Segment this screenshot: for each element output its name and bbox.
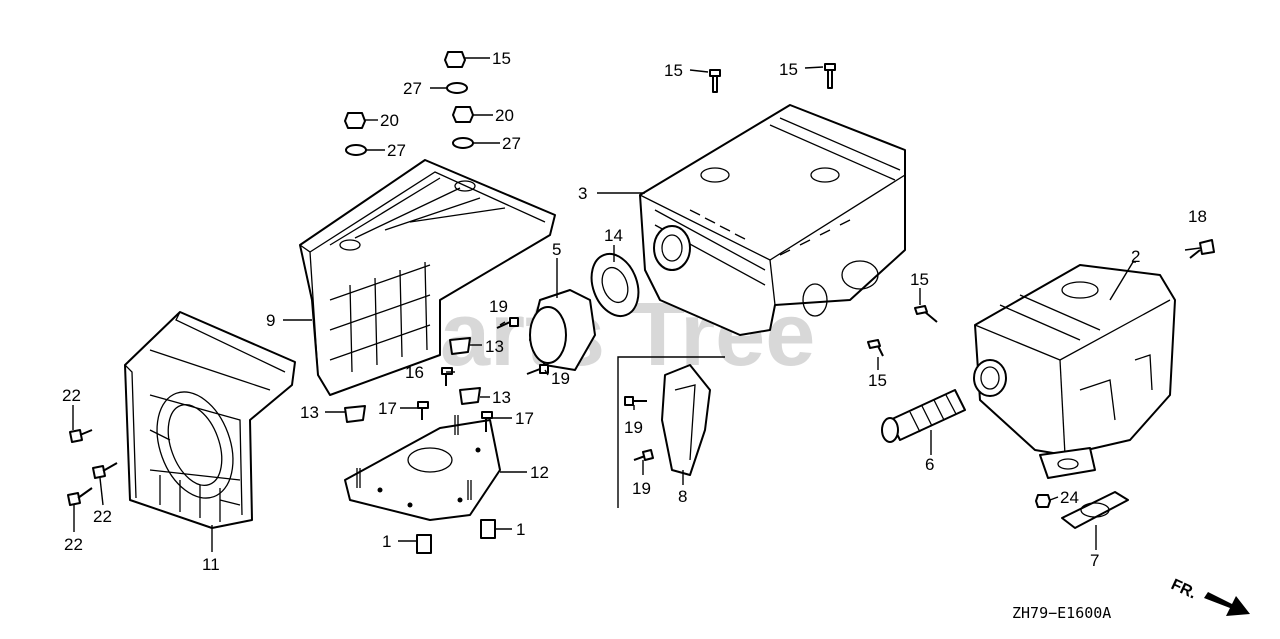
callout-2: 2	[1131, 247, 1140, 266]
callout-13-b: 13	[492, 388, 511, 407]
part-9-protector	[299, 159, 556, 396]
callout-15-a: 15	[664, 61, 683, 80]
callout-18: 18	[1188, 207, 1207, 226]
callout-17-a: 17	[378, 399, 397, 418]
leader-lines	[72, 57, 1201, 552]
callout-3: 3	[578, 184, 587, 203]
part-5-exhaust-pipe	[529, 289, 596, 371]
part-14-gasket	[590, 253, 640, 317]
callout-19-a: 19	[489, 297, 508, 316]
callout-17-b: 17	[515, 409, 534, 428]
part-8-group-bracket	[617, 356, 725, 508]
hardware	[67, 51, 1215, 554]
callout-15-b: 15	[779, 60, 798, 79]
callout-15-d: 15	[868, 371, 887, 390]
callout-8: 8	[678, 487, 687, 506]
callout-11: 11	[202, 555, 220, 574]
callout-1-a: 1	[382, 532, 391, 551]
callout-7: 7	[1090, 551, 1099, 570]
callout-22-b: 22	[93, 507, 112, 526]
callout-24: 24	[1060, 488, 1079, 507]
part-3-muffler-cover	[639, 104, 906, 336]
part-2-muffler	[973, 264, 1176, 479]
callout-22-c: 22	[64, 535, 83, 554]
callout-15-c: 15	[910, 270, 929, 289]
front-direction-indicator: FR.	[1168, 576, 1250, 616]
part-7-gasket	[1061, 491, 1129, 529]
callout-19-b: 19	[551, 369, 570, 388]
callout-6: 6	[925, 455, 934, 474]
diagram-code: ZH79−E1600A	[1012, 604, 1111, 622]
callout-20-a: 15	[492, 49, 511, 68]
callout-20-b: 20	[380, 111, 399, 130]
callout-13-c: 13	[300, 403, 319, 422]
part-11-bracket	[124, 311, 296, 529]
callout-12: 12	[530, 463, 549, 482]
callout-14: 14	[604, 226, 623, 245]
callout-13-a: 13	[485, 337, 504, 356]
callout-5: 5	[552, 240, 561, 259]
callout-16: 16	[405, 363, 424, 382]
callout-19-d: 19	[632, 479, 651, 498]
fr-arrow-icon	[1204, 592, 1250, 616]
callout-9: 9	[266, 311, 275, 330]
callout-20-c: 20	[495, 106, 514, 125]
callout-1-b: 1	[516, 520, 525, 539]
callout-27-a: 27	[403, 79, 422, 98]
callout-27-c: 27	[502, 134, 521, 153]
callout-22-a: 22	[62, 386, 81, 405]
callout-27-b: 27	[387, 141, 406, 160]
fr-label: FR.	[1168, 576, 1199, 602]
callout-19-c: 19	[624, 418, 643, 437]
part-12-plate	[344, 419, 501, 521]
part-6-screen	[881, 389, 966, 443]
part-8-deflector	[661, 364, 711, 476]
